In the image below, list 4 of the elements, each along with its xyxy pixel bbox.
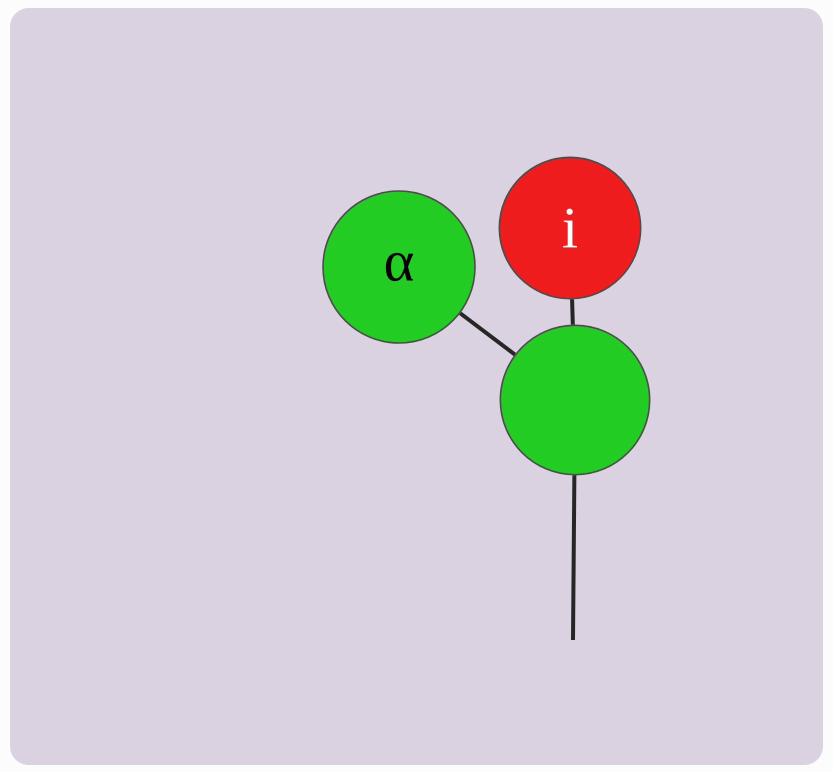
wire — [570, 299, 575, 325]
wire — [571, 475, 576, 640]
spider-circle — [500, 324, 650, 476]
wire — [459, 312, 516, 356]
